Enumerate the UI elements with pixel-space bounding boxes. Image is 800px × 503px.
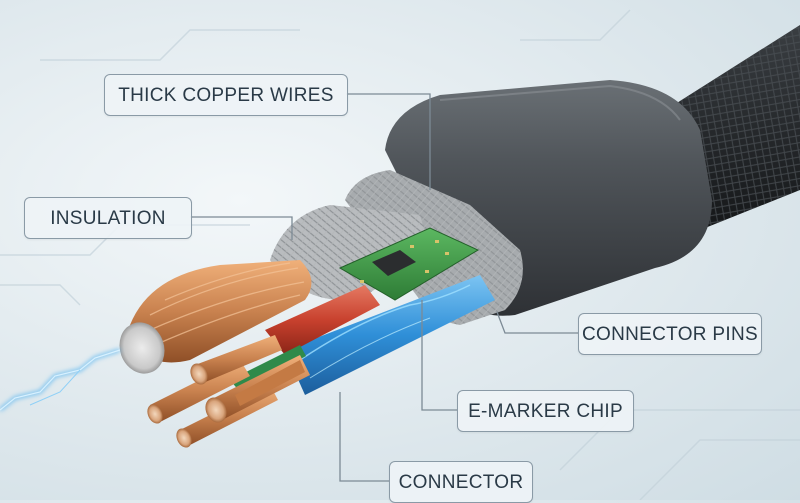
label-insulation: INSULATION (24, 197, 192, 239)
leader-line-pins (496, 311, 578, 334)
blue-wire (285, 275, 495, 395)
red-wire (265, 285, 380, 355)
leader-line-connector (339, 392, 389, 482)
label-connector-pins: CONNECTOR PINS (578, 313, 762, 355)
leader-line-insulation (190, 216, 293, 240)
electric-spark (0, 348, 121, 412)
e-marker-pcb (338, 227, 480, 301)
leader-line-chip (421, 300, 457, 411)
leader-line-copper (346, 93, 431, 190)
label-connector: CONNECTOR (389, 461, 533, 503)
copper-strands (147, 335, 310, 448)
copper-bundle (119, 260, 312, 374)
green-wire (230, 345, 306, 392)
label-thick-copper-wires: THICK COPPER WIRES (104, 74, 348, 116)
leader-lines (190, 93, 578, 482)
label-e-marker-chip: E-MARKER CHIP (457, 390, 634, 432)
